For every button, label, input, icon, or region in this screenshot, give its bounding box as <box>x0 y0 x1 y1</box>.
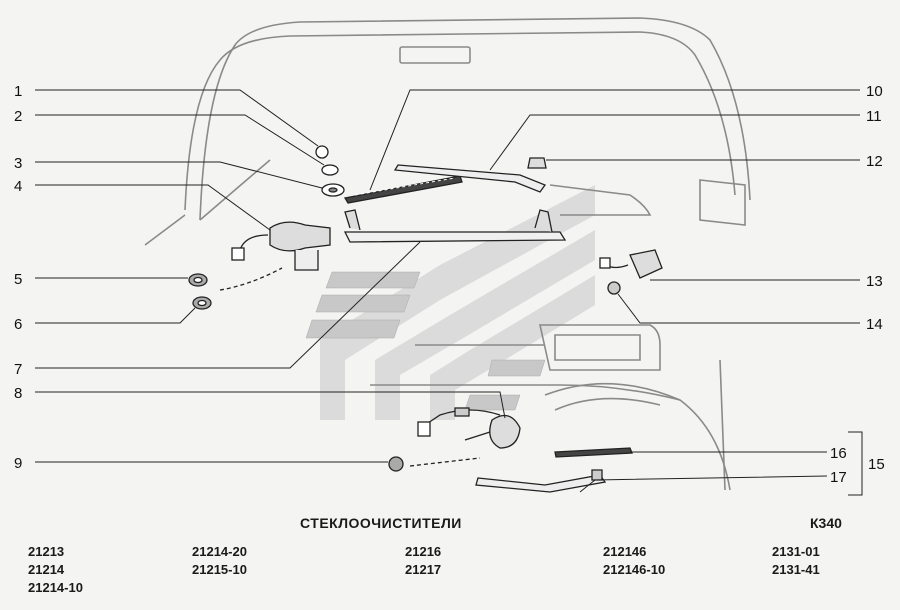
model-code: 21216 <box>405 544 442 559</box>
callout-labels: 1 2 3 4 5 6 7 8 9 10 11 12 13 14 15 16 1… <box>14 83 885 486</box>
page-title: СТЕКЛООЧИСТИТЕЛИ <box>300 515 462 531</box>
parts-drawing <box>188 145 663 493</box>
callout-13: 13 <box>866 273 883 290</box>
model-code: 2131-01 <box>772 544 820 559</box>
model-code: 212146-10 <box>603 562 666 577</box>
leader-lines <box>35 89 863 496</box>
callout-14: 14 <box>866 316 883 333</box>
model-list-col5: 2131-01 2131-41 <box>772 543 820 579</box>
model-code: 21217 <box>405 562 442 577</box>
wiper-arm <box>393 164 547 193</box>
callout-17: 17 <box>830 469 847 486</box>
callout-15: 15 <box>868 456 885 473</box>
hatched-patches <box>305 271 546 411</box>
callout-16: 16 <box>830 445 847 462</box>
callout-1: 1 <box>14 83 22 100</box>
model-list-col2: 21214-20 21215-10 <box>192 543 247 579</box>
washer <box>321 164 339 176</box>
model-code: 21214-10 <box>28 580 83 595</box>
callout-4: 4 <box>14 178 22 195</box>
callout-6: 6 <box>14 316 22 333</box>
callout-9: 9 <box>14 455 22 472</box>
callout-5: 5 <box>14 271 22 288</box>
linkage-rod <box>343 231 567 243</box>
model-code: 21214 <box>28 562 65 577</box>
callout-8: 8 <box>14 385 22 402</box>
callout-7: 7 <box>14 361 22 378</box>
callout-11: 11 <box>866 108 882 125</box>
callout-10: 10 <box>866 83 883 100</box>
wiper-motor <box>269 221 331 252</box>
model-list-col3: 21216 21217 <box>405 543 441 579</box>
model-list-col1: 21213 21214 21214-10 <box>28 543 83 597</box>
catalog-code: К340 <box>810 515 842 531</box>
watermark-logo <box>320 185 595 420</box>
callout-12: 12 <box>866 153 883 170</box>
model-list-col4: 212146 212146-10 <box>603 543 665 579</box>
model-code: 2131-41 <box>772 562 820 577</box>
callout-2: 2 <box>14 108 22 125</box>
model-code: 212146 <box>603 544 647 559</box>
vehicle-body-outline <box>144 17 751 491</box>
callout-3: 3 <box>14 155 22 172</box>
nut <box>315 145 329 159</box>
model-code: 21213 <box>28 544 65 559</box>
model-code: 21214-20 <box>192 544 247 559</box>
model-code: 21215-10 <box>192 562 247 577</box>
